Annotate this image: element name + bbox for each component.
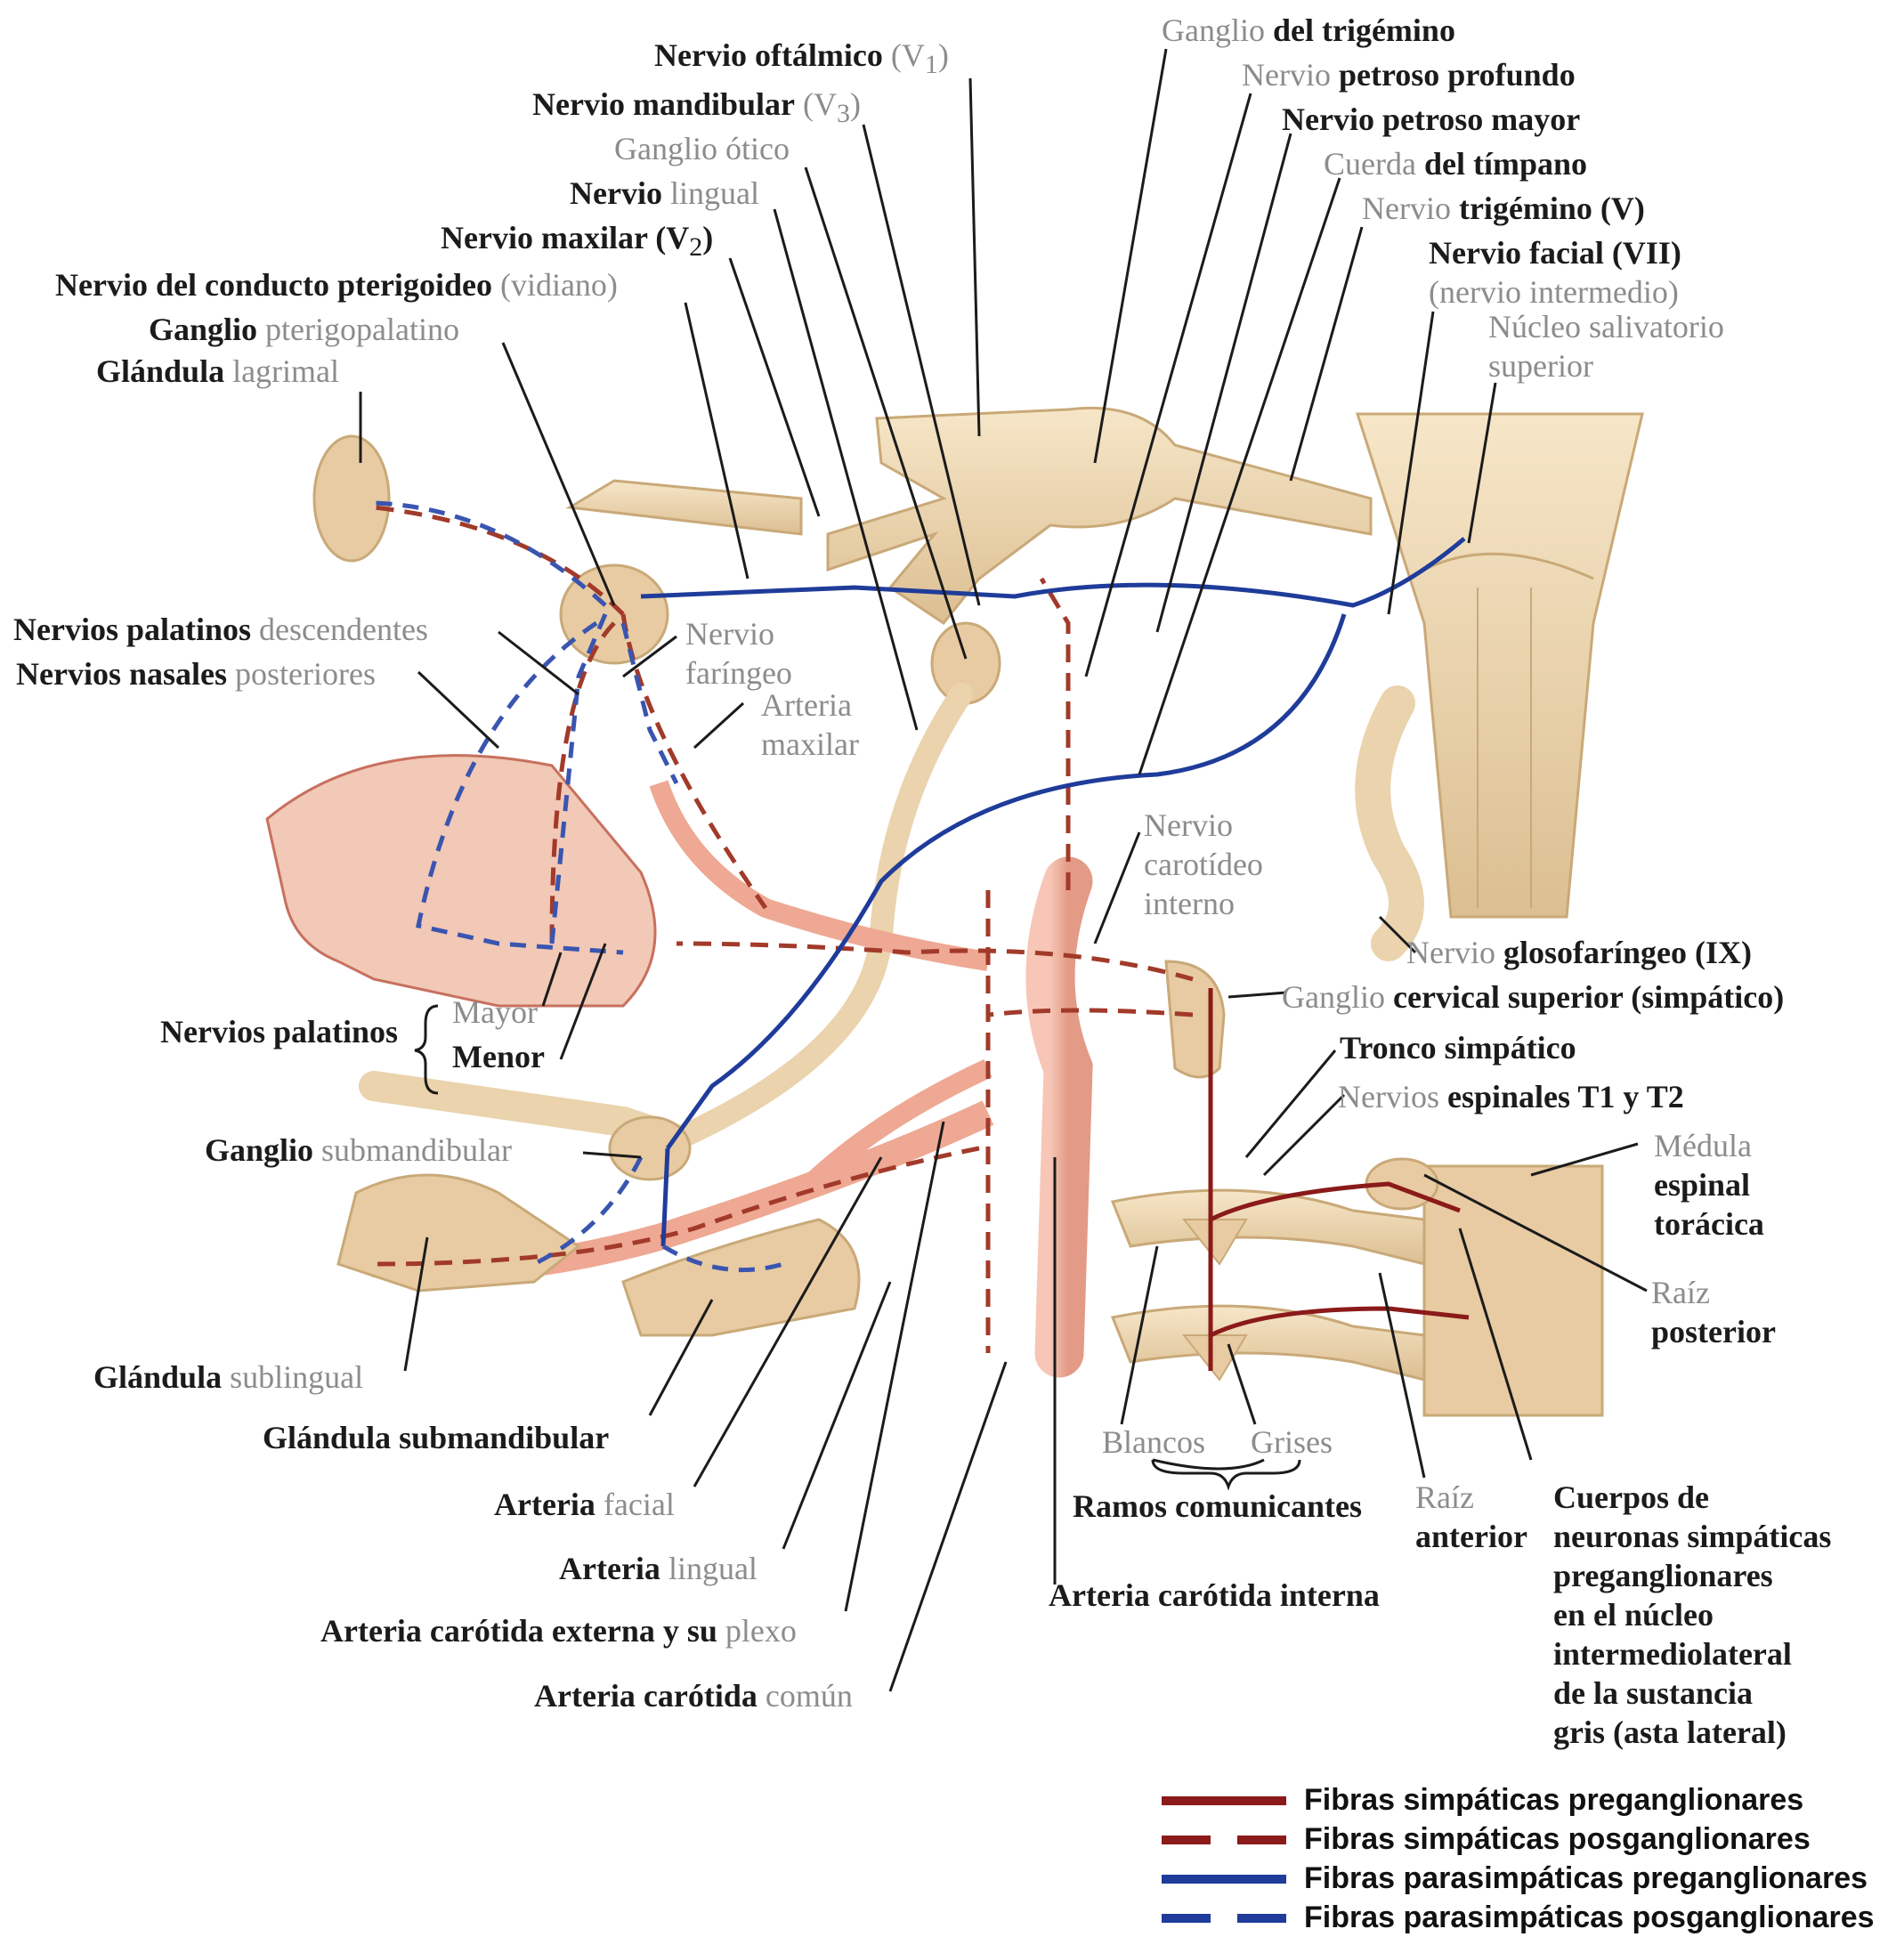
- label-glandula-submandibular: Glándula submandibular: [263, 1418, 609, 1457]
- legend-swatch-dashed-red: [1162, 1836, 1286, 1844]
- label-ganglio-trigemino: Ganglio del trigémino: [1162, 11, 1455, 50]
- label-palatino-menor: Menor: [452, 1037, 545, 1076]
- label-nervios-nasales: Nervios nasales posteriores: [16, 654, 376, 693]
- label-nervio-petroso-profundo: Nervio petroso profundo: [1242, 55, 1576, 94]
- label-glandula-lagrimal: Glándula lagrimal: [96, 352, 339, 391]
- label-cuerda-timpano: Cuerda del tímpano: [1324, 144, 1587, 183]
- label-nervios-palatinos: Nervios palatinos: [160, 1012, 398, 1051]
- legend-label: Fibras simpáticas preganglionares: [1304, 1780, 1803, 1819]
- spinal-cord-shape: [1113, 1159, 1602, 1415]
- label-nervio-maxilar: Nervio maxilar (V2): [441, 218, 713, 267]
- label-ganglio-submandibular: Ganglio submandibular: [205, 1131, 512, 1170]
- label-nervio-facial: Nervio facial (VII)(nervio intermedio): [1429, 233, 1681, 312]
- legend-swatch-solid-red: [1162, 1796, 1286, 1805]
- label-tronco-simpatico: Tronco simpático: [1340, 1028, 1576, 1067]
- label-nervio-oftalmico: Nervio oftálmico (V1): [654, 36, 949, 85]
- legend-item-symp-pre: Fibras simpáticas preganglionares: [1162, 1780, 1892, 1819]
- legend-label: Fibras parasimpáticas preganglionares: [1304, 1859, 1868, 1898]
- label-nervio-mandibular: Nervio mandibular (V3): [532, 85, 861, 134]
- label-ganglio-pterigopalatino: Ganglio pterigopalatino: [149, 310, 459, 349]
- label-nervio-pterigoideo: Nervio del conducto pterigoideo (vidiano…: [55, 265, 618, 304]
- label-ganglio-cervical: Ganglio cervical superior (simpático): [1282, 977, 1784, 1017]
- label-nervio-trigemino: Nervio trigémino (V): [1362, 189, 1645, 228]
- label-grises: Grises: [1251, 1422, 1333, 1462]
- legend-item-para-pre: Fibras parasimpáticas preganglionares: [1162, 1859, 1892, 1898]
- legend-label: Fibras simpáticas posganglionares: [1304, 1819, 1811, 1859]
- label-arteria-carotida-externa: Arteria carótida externa y su plexo: [320, 1611, 797, 1650]
- label-arteria-carotida-comun: Arteria carótida común: [534, 1676, 853, 1715]
- label-nervios-espinales: Nervios espinales T1 y T2: [1338, 1077, 1684, 1116]
- label-ramos-comunicantes: Ramos comunicantes: [1073, 1487, 1362, 1526]
- label-palatino-mayor: Mayor: [452, 993, 538, 1032]
- label-ganglio-otico: Ganglio ótico: [614, 129, 790, 168]
- glossopharyngeal-shape: [1373, 703, 1406, 944]
- legend-item-para-pos: Fibras parasimpáticas posganglionares: [1162, 1898, 1892, 1937]
- sublingual-gland-shape: [338, 1175, 579, 1291]
- legend-item-symp-pos: Fibras simpáticas posganglionares: [1162, 1819, 1892, 1859]
- submandibular-ganglion-shape: [610, 1117, 690, 1179]
- lacrimal-gland-shape: [314, 436, 389, 561]
- label-blancos: Blancos: [1102, 1422, 1205, 1462]
- label-arteria-facial: Arteria facial: [494, 1485, 675, 1524]
- legend-swatch-dashed-blue: [1162, 1914, 1286, 1923]
- label-nervio-petroso-mayor: Nervio petroso mayor: [1282, 100, 1580, 139]
- label-arteria-carotida-interna: Arteria carótida interna: [1049, 1576, 1380, 1615]
- label-nervio-lingual: Nervio lingual: [570, 174, 759, 213]
- label-glandula-sublingual: Glándula sublingual: [93, 1358, 363, 1397]
- label-nervio-glosofaringeo: Nervio glosofaríngeo (IX): [1406, 933, 1752, 972]
- legend-label: Fibras parasimpáticas posganglionares: [1304, 1898, 1875, 1937]
- label-arteria-lingual: Arteria lingual: [559, 1549, 758, 1588]
- legend-swatch-solid-blue: [1162, 1875, 1286, 1884]
- cervical-ganglion-shape: [1166, 961, 1224, 1077]
- label-cuerpos-neuronas: Cuerpos de neuronas simpáticas pregangli…: [1553, 1478, 1831, 1752]
- label-nervios-palatinos-descendentes: Nervios palatinos descendentes: [13, 610, 428, 649]
